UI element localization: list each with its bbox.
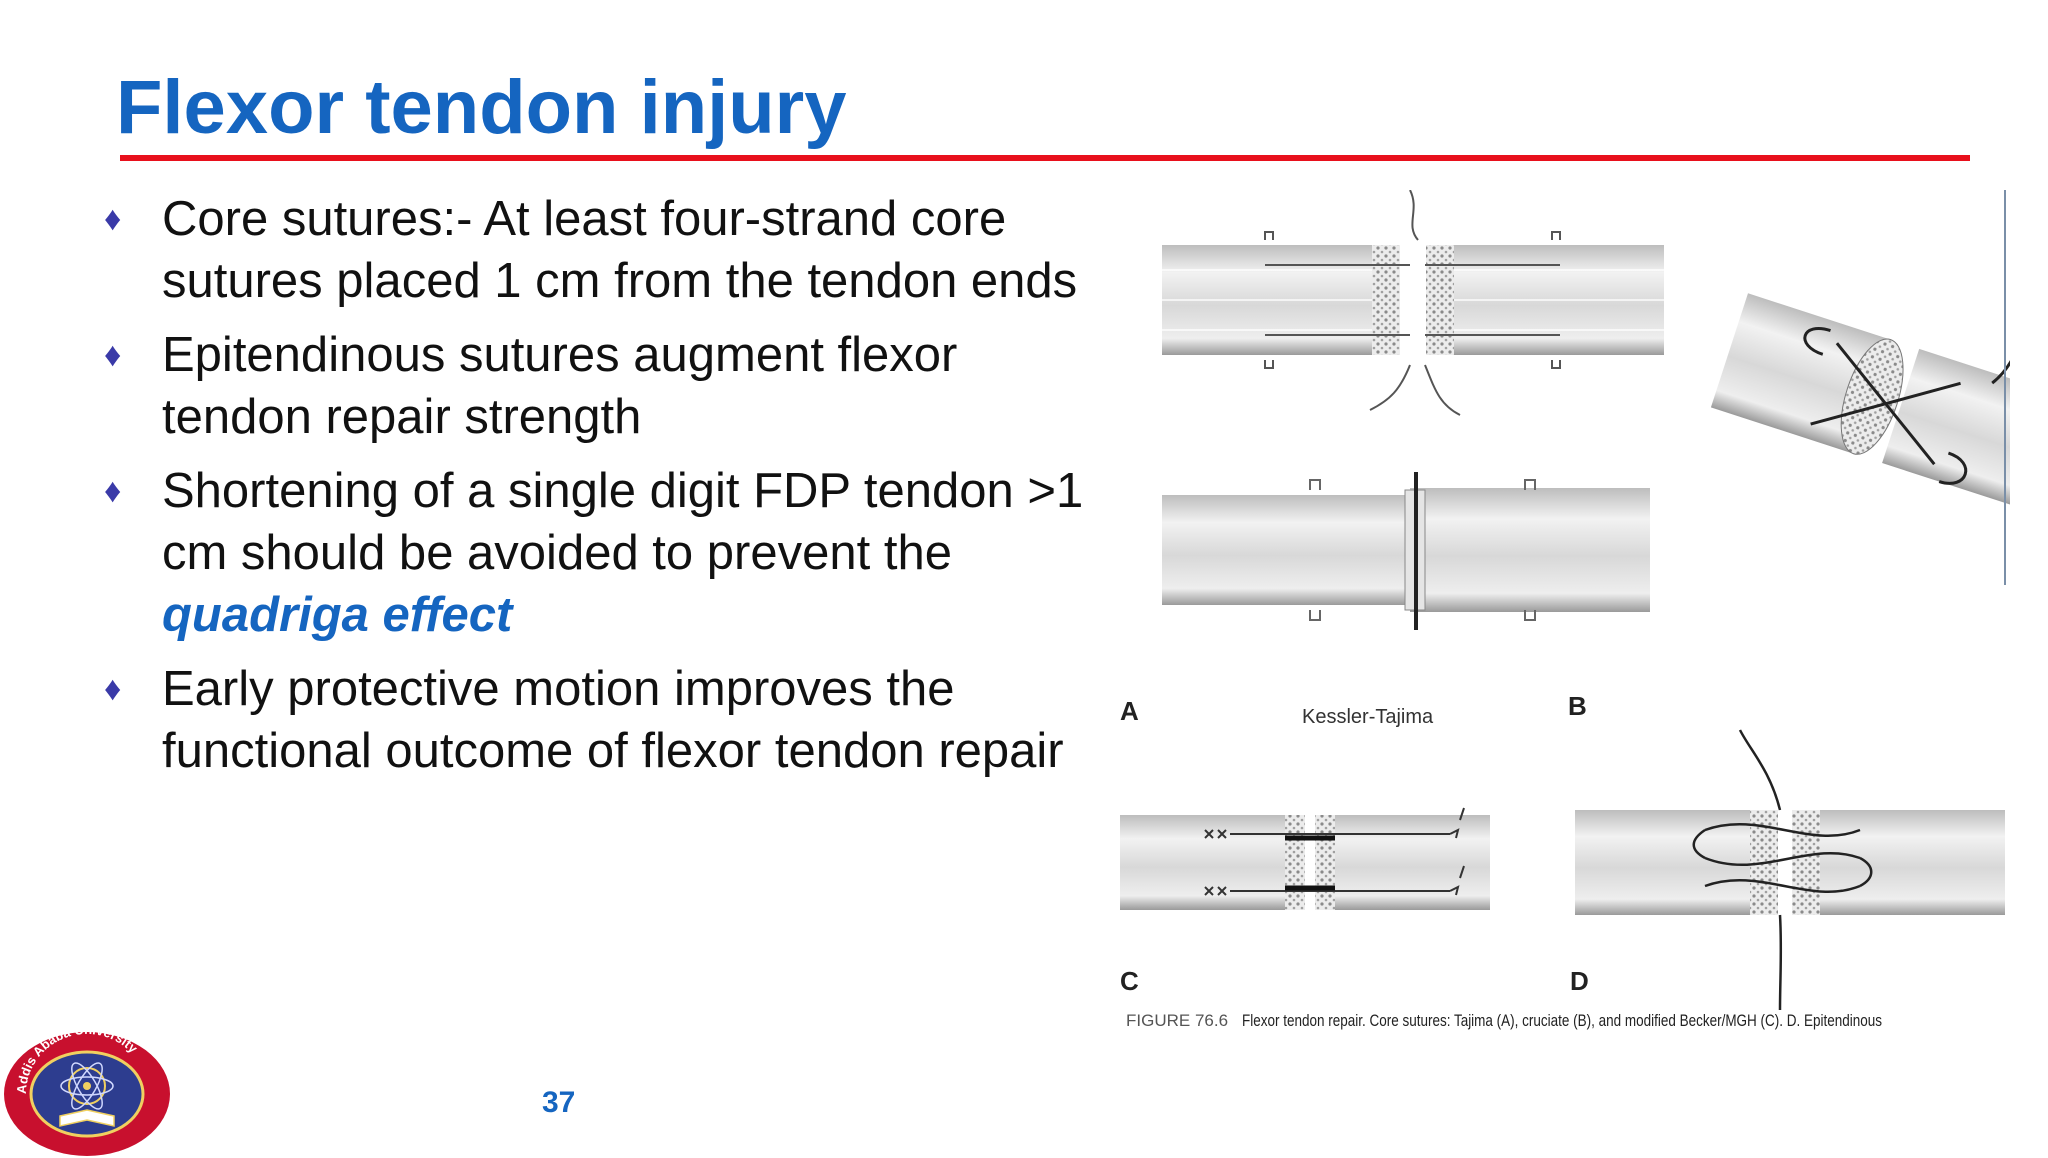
diamond-bullet-icon: ♦ xyxy=(104,670,122,708)
panel-label-c: C xyxy=(1120,966,1139,996)
panel-b-diagram xyxy=(1710,293,2010,513)
tendon-repair-figure: A Kessler-Tajima B C xyxy=(1120,190,2010,1030)
bullet-text: Core sutures:- At least four-strand core… xyxy=(162,192,1078,308)
figure-caption-number: FIGURE 76.6 xyxy=(1126,1011,1228,1030)
bullet-item: ♦ Core sutures:- At least four-strand co… xyxy=(100,188,1090,312)
page-number: 37 xyxy=(542,1086,576,1119)
bullet-emphasis: quadriga effect xyxy=(162,588,513,642)
bullet-text: Early protective motion improves the fun… xyxy=(162,662,1064,778)
panel-d-diagram xyxy=(1575,729,2005,1011)
panel-c-diagram xyxy=(1120,807,1490,910)
panel-a-diagram-repaired xyxy=(1162,472,1650,630)
panel-a-diagram xyxy=(1162,190,1664,416)
diamond-bullet-icon: ♦ xyxy=(104,200,122,238)
panel-a-name: Kessler-Tajima xyxy=(1302,706,1434,728)
bullet-text: Epitendinous sutures augment flexor tend… xyxy=(162,328,958,444)
panel-label-d: D xyxy=(1570,966,1589,996)
panel-label-a: A xyxy=(1120,696,1139,726)
figure-caption: Flexor tendon repair. Core sutures: Taji… xyxy=(1242,1011,1882,1030)
slide-title: Flexor tendon injury xyxy=(116,65,847,150)
university-seal-icon: Addis Ababa University xyxy=(4,1030,170,1156)
bullet-item: ♦ Shortening of a single digit FDP tendo… xyxy=(100,460,1090,646)
bullet-item: ♦ Epitendinous sutures augment flexor te… xyxy=(100,324,1090,448)
bullet-text: Shortening of a single digit FDP tendon … xyxy=(162,464,1084,580)
diamond-bullet-icon: ♦ xyxy=(104,472,122,510)
panel-label-b: B xyxy=(1568,691,1587,721)
bullet-item: ♦ Early protective motion improves the f… xyxy=(100,658,1090,782)
diamond-bullet-icon: ♦ xyxy=(104,336,122,374)
title-underline xyxy=(120,155,1970,161)
bullet-list: ♦ Core sutures:- At least four-strand co… xyxy=(100,188,1090,794)
